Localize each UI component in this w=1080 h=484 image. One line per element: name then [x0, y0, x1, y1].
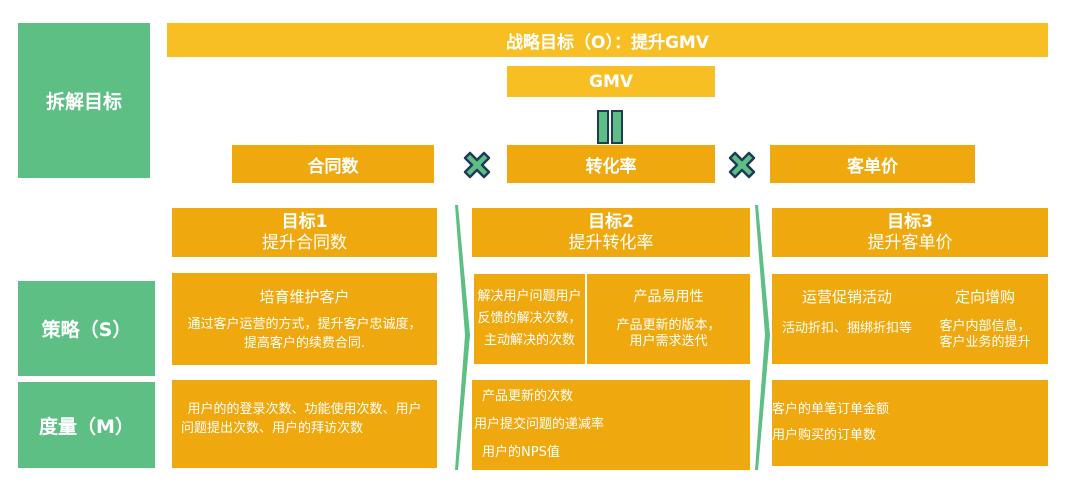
row-label-strategy: 策略（S） [18, 281, 155, 376]
measure-line: 客户的单笔订单金额 [772, 402, 890, 417]
strategy-desc: 提高客户的续费合同. [243, 335, 366, 351]
strategy-line: 解决用户问题用户 [477, 289, 582, 304]
measure-1: 用户的的登录次数、功能使用次数、用户 问题提出次数、用户的拜访次数 [172, 380, 437, 468]
strategy-desc: 产品更新的版本， [616, 318, 721, 333]
row-label-decompose: 拆解目标 [18, 23, 150, 178]
factor-order-value: 客单价 [770, 145, 975, 183]
chevron-arrow-1 [455, 205, 470, 470]
goal-title: 目标3 [887, 211, 933, 232]
multiply-icon [463, 151, 491, 179]
strategy-line: 反馈的解决次数， [477, 311, 582, 326]
factor-contracts: 合同数 [232, 145, 434, 183]
strategy-desc: 客户内部信息， [939, 319, 1031, 334]
strategy-line: 主动解决的次数 [483, 333, 575, 348]
chevron-arrow-2 [755, 205, 770, 470]
row-label-measure: 度量（M） [18, 382, 155, 468]
multiply-icon [728, 151, 756, 179]
measure-line: 产品更新的次数 [482, 389, 574, 404]
strategy-title: 产品易用性 [633, 289, 704, 305]
gmv-box: GMV [507, 66, 715, 97]
strategy-desc: 活动折扣、捆绑折扣等 [781, 321, 912, 336]
measure-line: 用户提交问题的递减率 [474, 417, 605, 432]
strategy-3a: 运营促销活动 活动折扣、捆绑折扣等 [772, 274, 922, 364]
strategy-3b: 定向增购 客户内部信息， 客户业务的提升 [922, 274, 1048, 364]
strategy-2b: 产品易用性 产品更新的版本， 用户需求迭代 [587, 274, 750, 364]
measure-line: 用户的NPS值 [482, 445, 560, 460]
measure-2: 产品更新的次数 用户提交问题的递减率 用户的NPS值 [472, 380, 750, 470]
goal-subtitle: 提升转化率 [568, 232, 654, 253]
strategy-title: 定向增购 [954, 288, 1015, 306]
objective-bar: 战略目标（O）：提升GMV [167, 23, 1048, 57]
strategy-desc: 通过客户运营的方式，提升客户忠诚度， [187, 316, 422, 332]
strategy-desc: 用户需求迭代 [629, 334, 708, 349]
strategy-desc: 客户业务的提升 [939, 335, 1031, 350]
goal-subtitle: 提升客单价 [867, 232, 953, 253]
factor-conversion: 转化率 [507, 145, 715, 183]
goal-title: 目标1 [281, 211, 328, 232]
measure-line: 用户的的登录次数、功能使用次数、用户 [187, 402, 422, 417]
strategy-title: 培育维护客户 [259, 287, 350, 306]
strategy-title: 运营促销活动 [801, 288, 892, 306]
equals-icon [597, 110, 623, 144]
measure-3: 客户的单笔订单金额 用户购买的订单数 [772, 380, 1048, 466]
strategy-2a: 解决用户问题用户 反馈的解决次数， 主动解决的次数 [474, 274, 585, 364]
goal-title: 目标2 [588, 211, 634, 232]
measure-line: 用户购买的订单数 [772, 428, 877, 443]
goal-subtitle: 提升合同数 [262, 232, 347, 253]
measure-line: 问题提出次数、用户的拜访次数 [181, 421, 364, 436]
strategy-1: 培育维护客户 通过客户运营的方式，提升客户忠诚度， 提高客户的续费合同. [172, 273, 437, 365]
